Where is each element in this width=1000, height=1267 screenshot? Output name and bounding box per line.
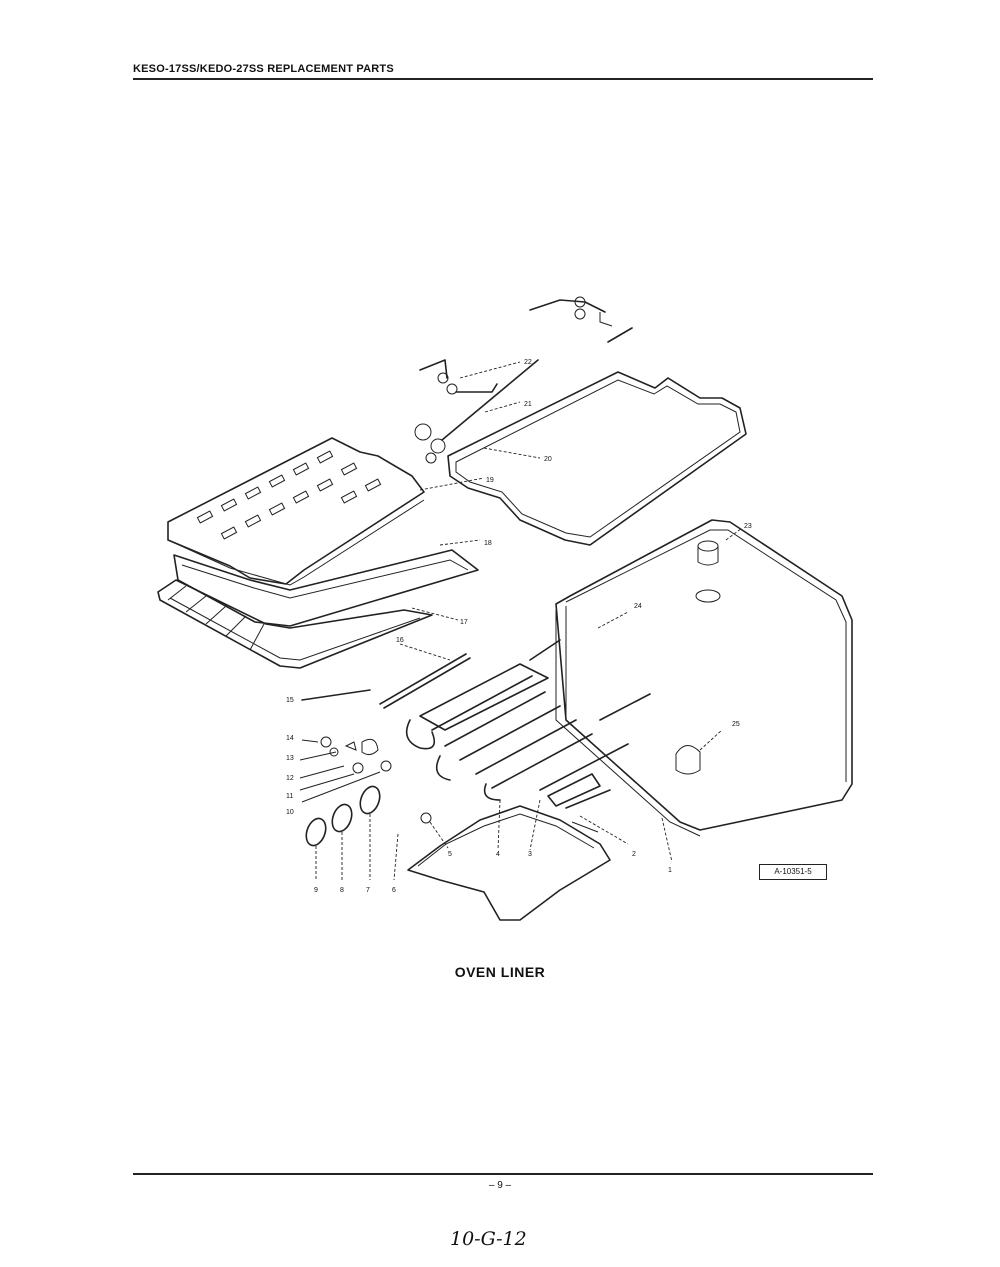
callout-5: 5 (448, 851, 452, 858)
callout-2: 2 (632, 851, 636, 858)
callout-13: 13 (286, 755, 294, 762)
drawing-reference-code: A-10351-5 (759, 864, 827, 880)
rack-grid (167, 585, 265, 651)
bottom-plate-part-20 (447, 371, 747, 546)
callout-22: 22 (524, 359, 532, 366)
rod-part-15 (301, 689, 371, 701)
handwritten-note: 10-G-12 (450, 1228, 527, 1250)
callout-8: 8 (340, 887, 344, 894)
diagram-caption: OVEN LINER (454, 964, 546, 980)
callout-3: 3 (528, 851, 532, 858)
callout-7: 7 (366, 887, 370, 894)
callout-14: 14 (286, 735, 294, 742)
callout-21: 21 (524, 401, 532, 408)
top-rod-assembly (529, 296, 633, 343)
lower-rack-part-17 (157, 579, 459, 669)
rod-part-21 (414, 359, 539, 464)
callout-6: 6 (392, 887, 396, 894)
vented-panel-part-19 (167, 437, 485, 586)
callout-15: 15 (286, 697, 294, 704)
callout-9: 9 (314, 887, 318, 894)
rings-7-8-9 (305, 785, 673, 881)
callout-4: 4 (496, 851, 500, 858)
callout-1: 1 (668, 867, 672, 874)
oven-liner-box (555, 519, 853, 837)
callout-18: 18 (484, 540, 492, 547)
clip-part-2 (547, 773, 629, 845)
footer-rule (133, 1173, 873, 1175)
lower-element-part-5 (407, 805, 611, 921)
heating-element (405, 639, 651, 801)
header-rule (133, 78, 873, 80)
bracket-part-22 (419, 359, 521, 395)
callout-23: 23 (744, 523, 752, 530)
vent-slots (196, 450, 382, 540)
callout-11: 11 (286, 793, 293, 800)
callout-17: 17 (460, 619, 468, 626)
bar-part-16 (379, 643, 471, 709)
fasteners-10-14 (299, 736, 392, 803)
callout-16: 16 (396, 637, 404, 644)
callout-24: 24 (634, 603, 642, 610)
page-number: – 9 – (488, 1180, 512, 1191)
callout-25: 25 (732, 721, 740, 728)
callout-20: 20 (544, 456, 552, 463)
page-header-title: KESO-17SS/KEDO-27SS REPLACEMENT PARTS (133, 63, 394, 75)
callout-10: 10 (286, 809, 294, 816)
middle-tray-part-18 (173, 539, 481, 627)
callout-12: 12 (286, 775, 294, 782)
callout-19: 19 (486, 477, 494, 484)
